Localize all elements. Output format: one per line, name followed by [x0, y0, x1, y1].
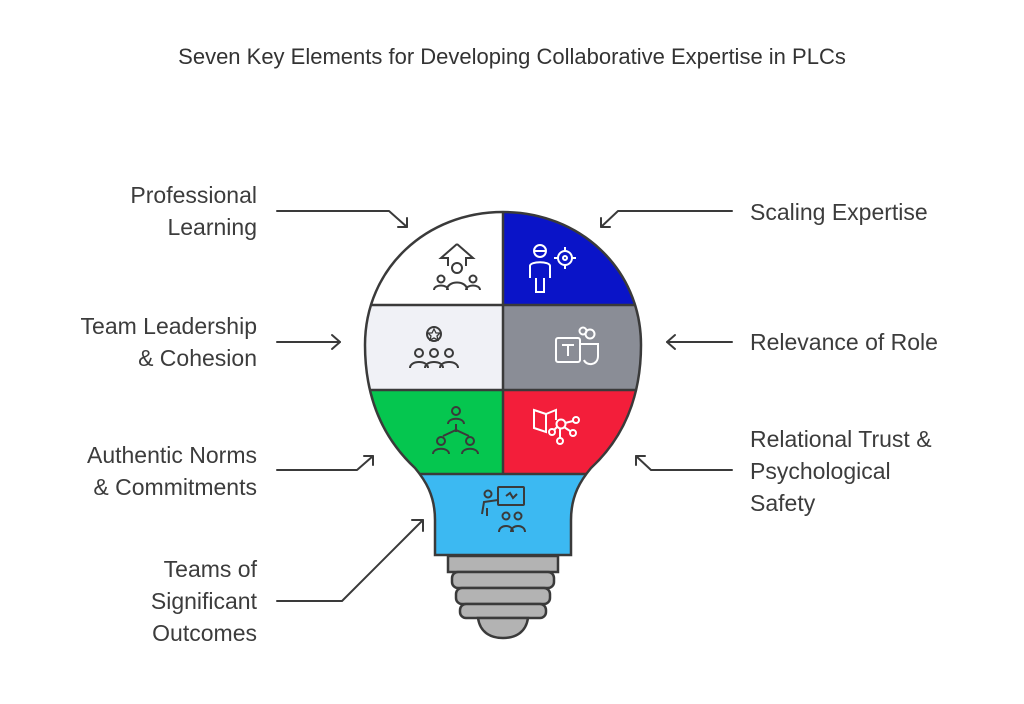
arrow-relevance-of-role [666, 334, 733, 350]
base-tip [476, 616, 530, 640]
arrow-authentic-norms [276, 455, 374, 471]
arrow-significant-outcomes [276, 519, 424, 602]
label-relational-trust: Relational Trust & Psychological Safety [750, 426, 932, 516]
teams-logo-icon [555, 326, 599, 366]
arrow-team-leadership [276, 334, 341, 350]
label-scaling-expertise: Scaling Expertise [750, 199, 928, 225]
arrow-professional-learning [276, 210, 408, 228]
person-target-icon [529, 244, 576, 293]
presenter-audience-icon [433, 243, 481, 291]
base-ring-3 [454, 586, 552, 606]
base-ring-1 [446, 554, 560, 574]
bulb-base [446, 554, 560, 640]
base-ring-4 [458, 602, 548, 620]
segment-relevance-of-role[interactable] [503, 305, 656, 390]
arrow-scaling-expertise [600, 210, 733, 228]
teacher-board-icon [481, 486, 526, 533]
label-significant-outcomes: Teams of Significant Outcomes [150, 556, 257, 646]
brain-network-icon [533, 408, 580, 445]
label-team-leadership: Team Leadership & Cohesion [80, 313, 257, 371]
team-star-icon [409, 326, 459, 369]
bulb-outline [363, 210, 643, 557]
label-authentic-norms: Authentic Norms & Commitments [86, 442, 257, 500]
arrow-relational-trust [635, 455, 733, 471]
base-ring-2 [450, 570, 556, 590]
segment-team-leadership[interactable] [350, 305, 503, 390]
diagram-title: Seven Key Elements for Developing Collab… [178, 44, 846, 69]
hierarchy-people-icon [432, 406, 479, 455]
label-relevance-of-role: Relevance of Role [750, 329, 938, 355]
label-professional-learning: Professional Learning [130, 182, 257, 240]
segment-scaling-expertise[interactable] [503, 200, 656, 305]
